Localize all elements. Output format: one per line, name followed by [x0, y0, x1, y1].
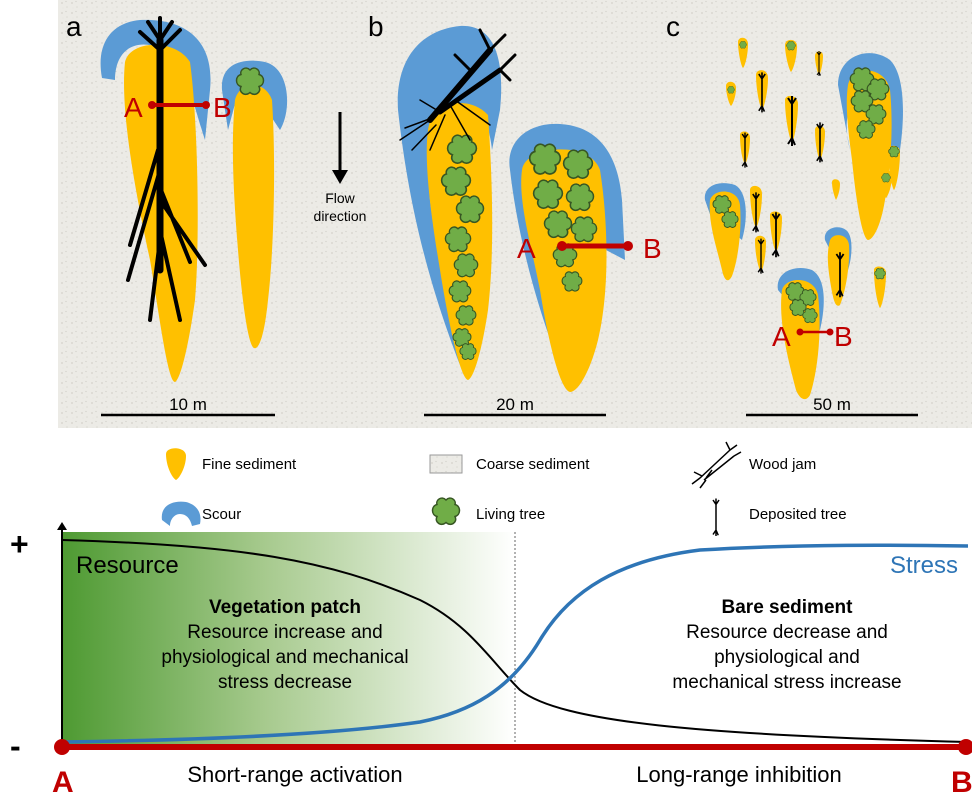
bare-sediment-title: Bare sediment [722, 597, 854, 618]
panel-a-deposited-tree [126, 16, 207, 322]
panel-a-letter: a [66, 11, 82, 42]
panel-b-label-b: B [643, 233, 662, 264]
panel-c-transect-end [826, 328, 834, 336]
flow-label-line2: direction [314, 208, 367, 224]
legend-living-tree: Living tree [431, 497, 545, 526]
legend-living-tree-label: Living tree [476, 506, 545, 523]
panel-b-wood-jam [399, 28, 517, 151]
panel-a-scale-label: 10 m [169, 395, 207, 414]
panel-c-letter: c [666, 11, 680, 42]
vegetation-patch-line2: physiological and mechanical [161, 647, 408, 668]
panel-c-scale-label: 50 m [813, 395, 851, 414]
wood-jam-icon [691, 441, 742, 489]
vegetation-patch-line1: Resource increase and [187, 622, 382, 643]
panel-a-scour-left [100, 19, 211, 140]
scour-icon [161, 501, 201, 526]
legend-wood-jam-label: Wood jam [749, 456, 816, 473]
transect-axis-end [958, 739, 972, 755]
panel-c: c [666, 11, 918, 417]
y-axis-arrow-icon [57, 522, 67, 530]
legend-fine-sediment: Fine sediment [166, 448, 297, 480]
vegetation-patch-title: Vegetation patch [209, 597, 361, 618]
stress-curve [61, 543, 969, 744]
long-range-inhibition-label: Long-range inhibition [636, 762, 842, 787]
flow-direction: Flow direction [314, 112, 367, 224]
stress-label: Stress [890, 552, 958, 579]
panel-b: b [368, 11, 662, 417]
fine-sediment-icon [166, 448, 186, 480]
bare-sediment-line2: physiological and [714, 647, 860, 668]
resource-curve [61, 539, 969, 743]
legend-deposited-tree: Deposited tree [712, 497, 847, 537]
panel-b-label-a: A [517, 233, 536, 264]
transect-start-label: A [52, 766, 74, 799]
living-tree-icon [431, 497, 461, 526]
panel-c-label-a: A [772, 321, 791, 352]
panel-b-scale-label: 20 m [496, 395, 534, 414]
legend-coarse-sediment-label: Coarse sediment [476, 456, 590, 473]
panel-a-living-tree [235, 67, 265, 96]
panel-b-letter: b [368, 11, 384, 42]
short-range-activation-label: Short-range activation [187, 762, 402, 787]
panel-b-scour-left [397, 25, 502, 365]
legend-scour-label: Scour [202, 506, 241, 523]
coarse-sediment-icon [429, 454, 463, 474]
resource-label: Resource [76, 552, 179, 579]
y-axis-minus: - [10, 728, 21, 764]
bare-sediment-line3: mechanical stress increase [672, 672, 901, 693]
panel-b-transect-start [557, 241, 567, 251]
vegetation-zone-gradient [62, 532, 515, 745]
legend-fine-sediment-label: Fine sediment [202, 456, 297, 473]
flow-label-line1: Flow [325, 190, 355, 206]
panel-a-fine-sediment-right [232, 85, 275, 349]
legend-coarse-sediment: Coarse sediment [429, 454, 590, 474]
deposited-tree-icon [712, 497, 720, 537]
panel-a-label-b: B [213, 92, 232, 123]
panel-a-transect-end [202, 101, 210, 109]
bare-sediment-line1: Resource decrease and [686, 622, 888, 643]
legend-wood-jam: Wood jam [691, 441, 816, 489]
panel-a-label-a: A [124, 92, 143, 123]
panel-c-small-patches [726, 37, 900, 308]
panel-a-transect-start [148, 101, 156, 109]
legend: Fine sediment Coarse sediment Wood jam S… [161, 441, 847, 537]
resource-stress-graph: + - Resource Stress Vegetation patch Res… [10, 522, 972, 799]
legend-deposited-tree-label: Deposited tree [749, 506, 847, 523]
panel-c-transect-start [796, 328, 804, 336]
panel-a: a A B 10 m [66, 11, 288, 417]
y-axis-plus: + [10, 526, 29, 562]
flow-arrow-icon [332, 170, 348, 184]
vegetation-patch-line3: stress decrease [218, 672, 352, 693]
transect-axis-start [54, 739, 70, 755]
panel-c-label-b: B [834, 321, 853, 352]
legend-scour: Scour [161, 501, 241, 526]
panel-b-transect-end [623, 241, 633, 251]
transect-end-label: B [951, 766, 972, 799]
